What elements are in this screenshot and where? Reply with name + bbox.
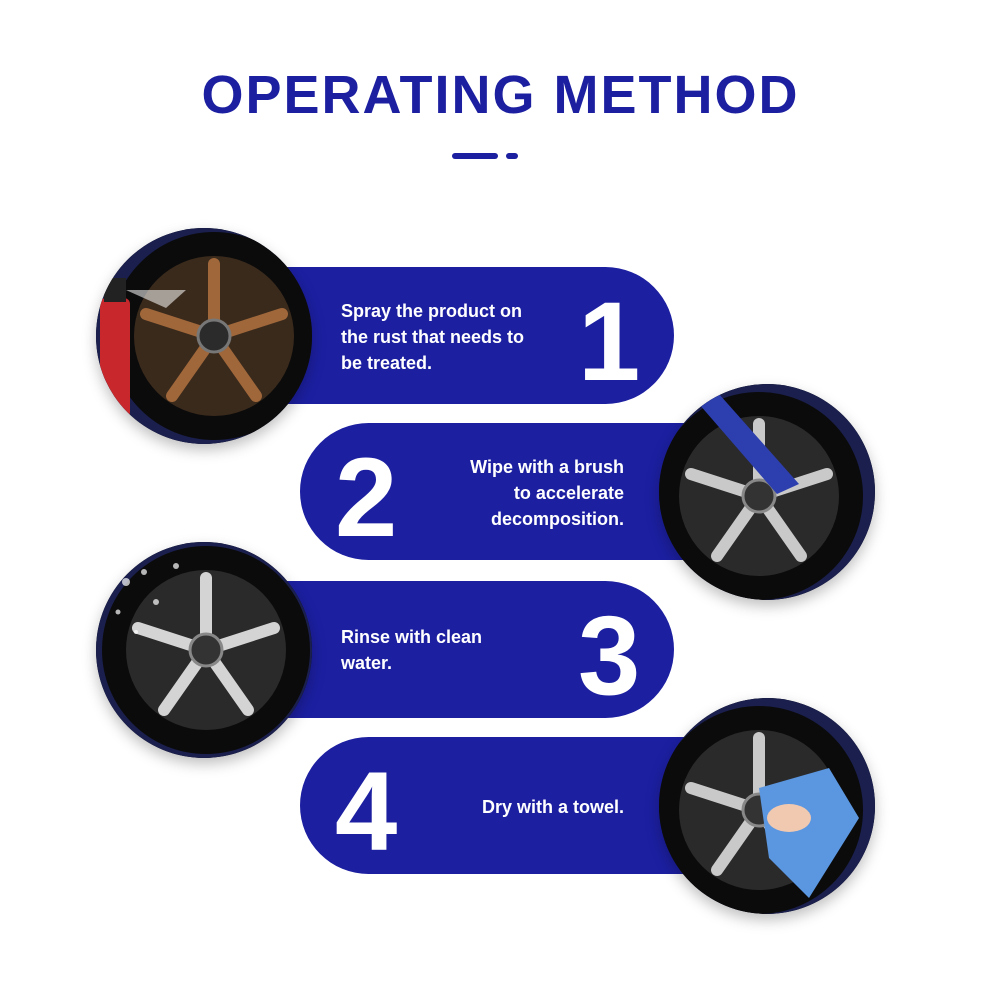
step-3: Rinse with clean water. 3 [0, 542, 1001, 758]
step-4: 4 Dry with a towel. [0, 698, 1001, 914]
wheel-rinse-icon [96, 542, 312, 758]
title-underline-short [506, 153, 518, 159]
step-3-number: 3 [578, 593, 641, 718]
page-title: OPERATING METHOD [201, 65, 800, 125]
step-4-number: 4 [335, 749, 398, 874]
step-1-number: 1 [578, 279, 641, 404]
wheel-brush-icon [659, 384, 875, 600]
step-1: Spray the product on the rust that needs… [0, 228, 1001, 444]
rusty-wheel-spray-icon [96, 228, 312, 444]
step-3-text: Rinse with clean water. [341, 627, 483, 673]
step-2-text: Wipe with a brush to accelerate decompos… [470, 457, 624, 529]
step-1-text: Spray the product on the rust that needs… [341, 301, 525, 373]
wheel-towel-icon [659, 698, 875, 914]
step-2: 2 Wipe with a brush to accelerate decomp… [0, 384, 1001, 600]
step-4-text: Dry with a towel. [481, 797, 624, 817]
step-2-number: 2 [335, 435, 398, 560]
title-underline-long [452, 153, 498, 159]
